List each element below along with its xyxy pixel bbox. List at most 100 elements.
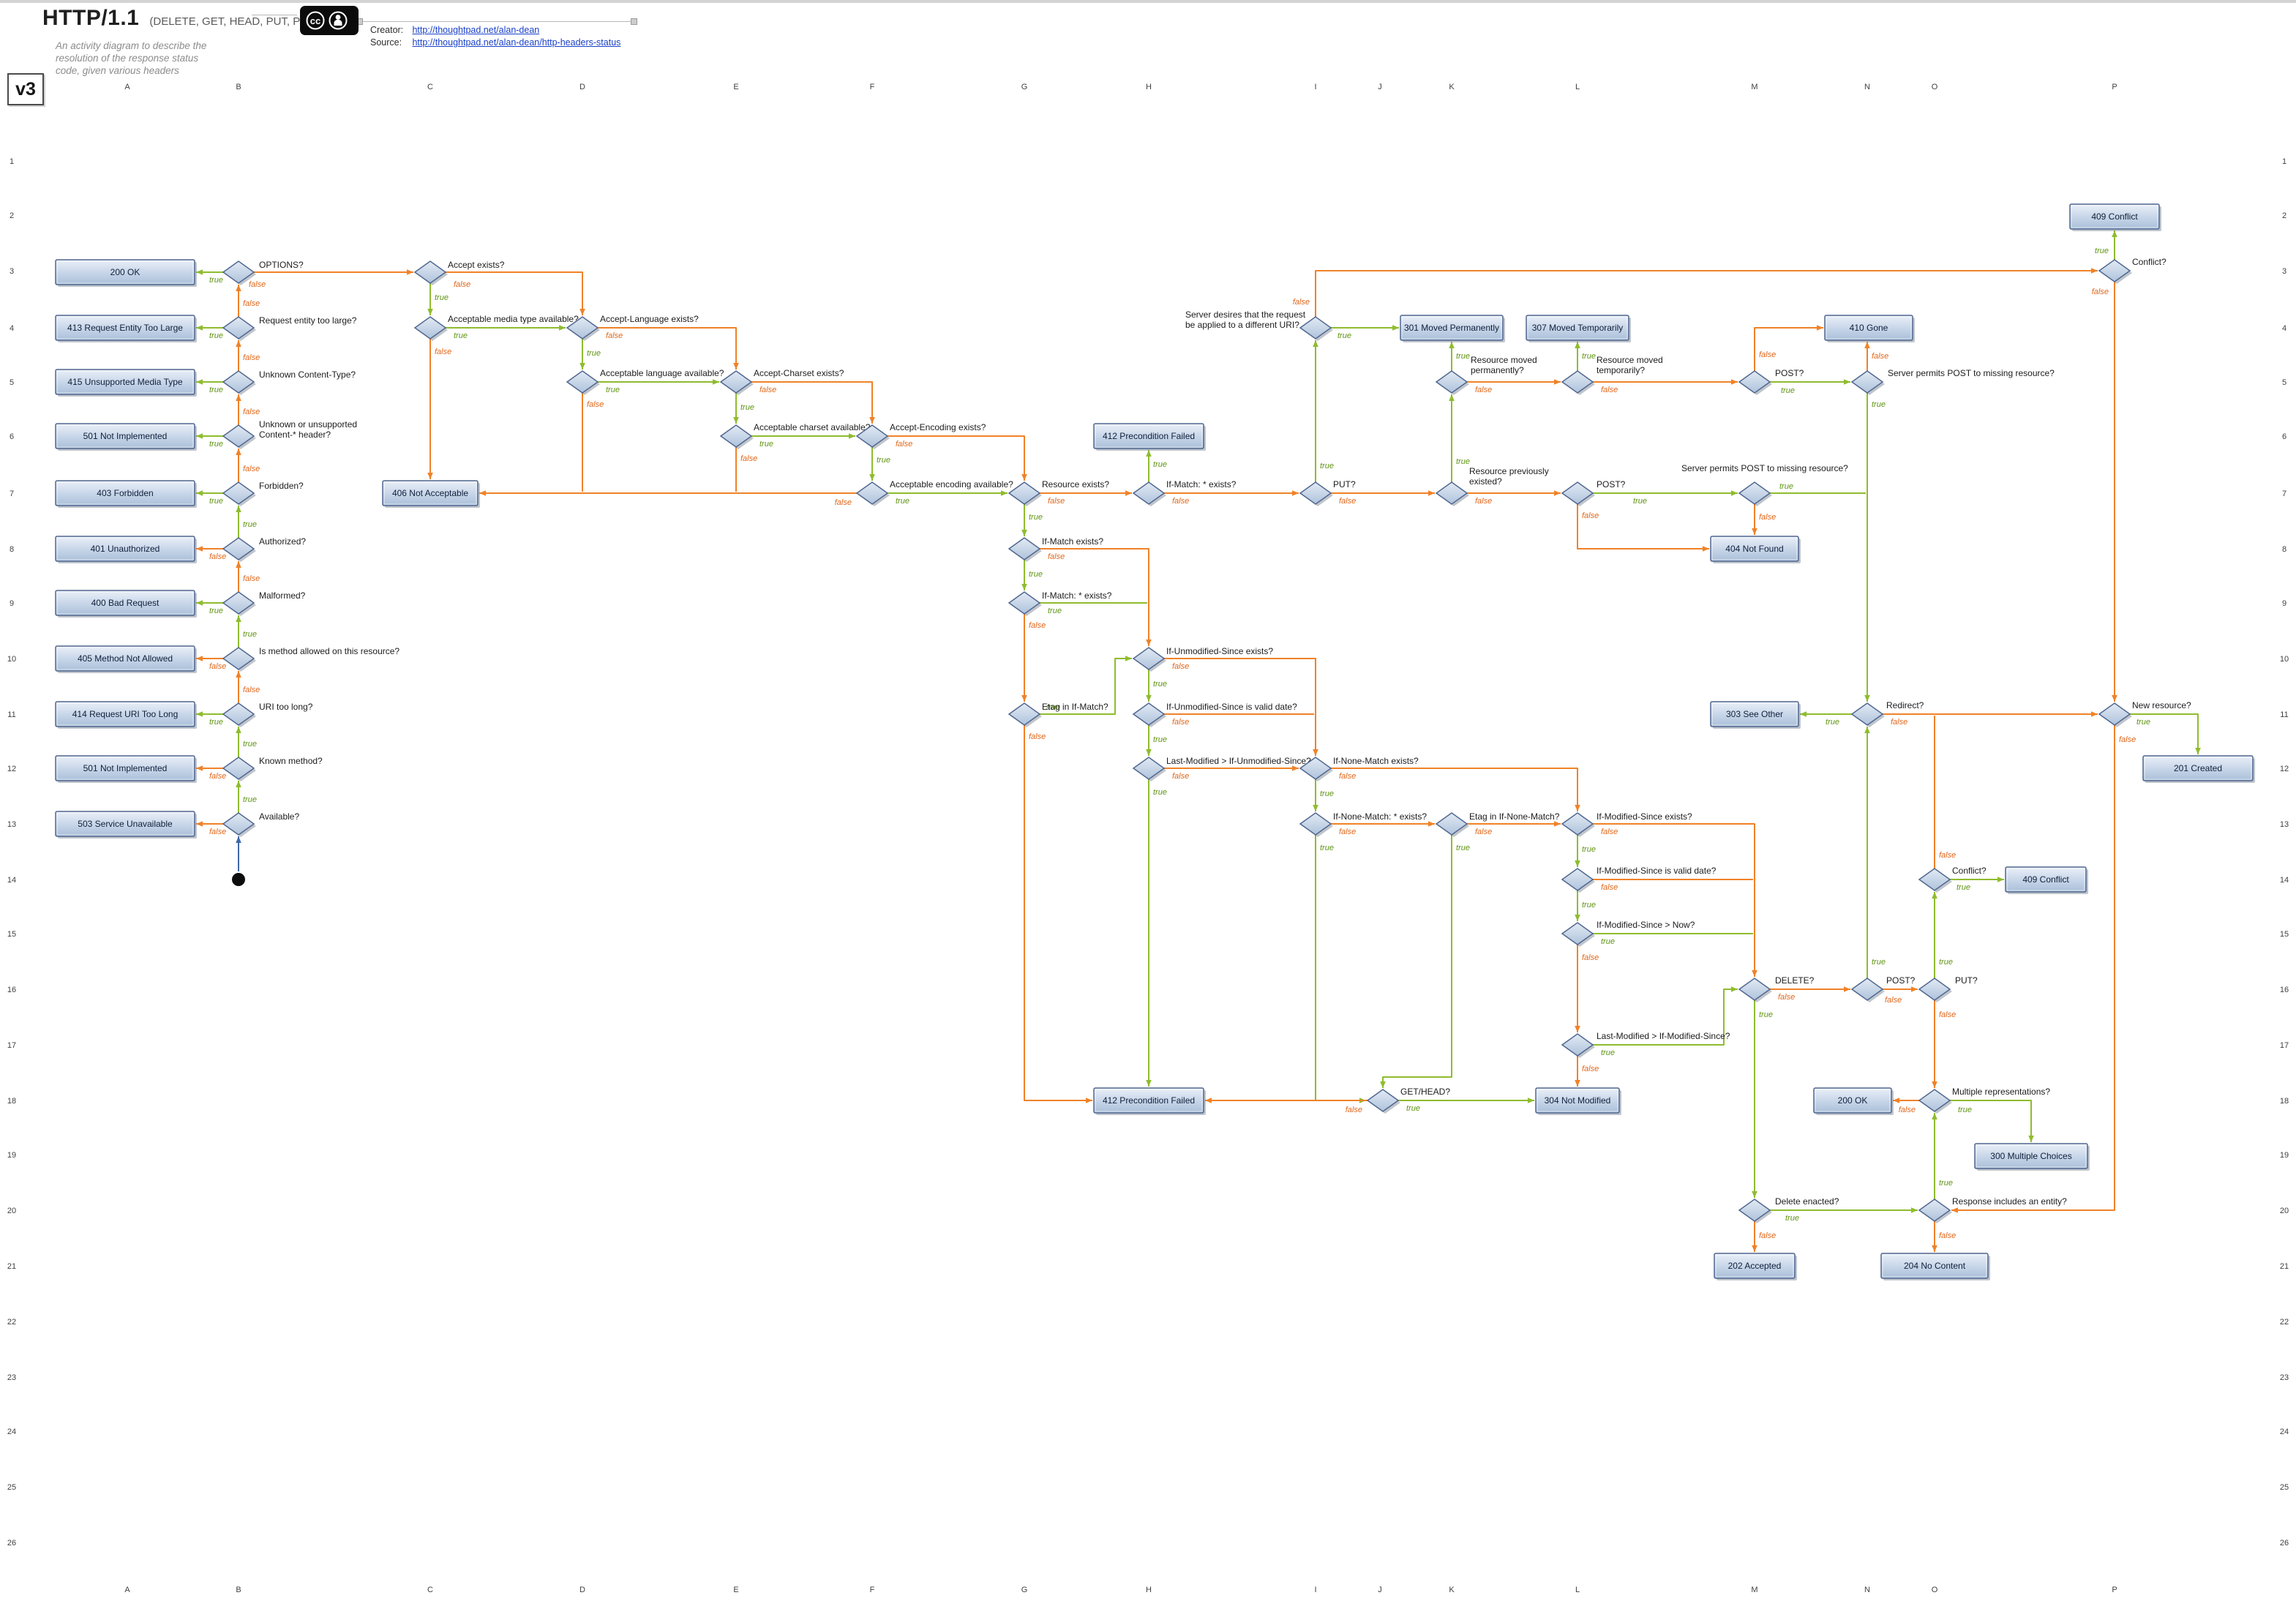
status-box-b201 [2142,755,2254,781]
box-highlight [1095,424,1203,448]
decision-M7 [1738,481,1771,505]
decision-label-L7: POST? [1597,479,1626,489]
decision-D5 [566,370,599,394]
status-box-b204 [1880,1253,1989,1279]
grid-row-label: 23 [7,1373,16,1382]
grid-row-label: 20 [7,1207,16,1215]
grid-row-label: 11 [7,710,15,719]
decision-L7 [1561,481,1594,505]
arrowhead [1893,1098,1899,1103]
edge-label-true: true [1320,844,1334,852]
decision-label-O16: PUT? [1955,975,1978,986]
box-highlight [1537,1089,1618,1112]
arrowhead [1313,805,1318,811]
grid-column-label: G [1021,83,1028,91]
grid-row-label: 6 [10,432,14,441]
arrowhead [1575,1080,1580,1087]
arrowhead [196,600,203,606]
edge-label-true: true [1601,937,1615,946]
arrowhead [1911,986,1918,992]
cc-license-badge[interactable]: cc [300,6,359,35]
arrowhead [1864,727,1870,733]
grid-column-label: E [733,83,738,91]
edge-label-false: false [209,552,226,561]
grid-column-label: L [1575,83,1580,91]
source-link[interactable]: http://thoughtpad.net/alan-dean/http-hea… [412,37,621,48]
edge-label-true: true [209,607,223,615]
grid-row-label: 11 [2280,710,2288,719]
grid-row-label: 17 [7,1041,16,1050]
decision-B10 [222,647,255,670]
grid-column-label: J [1378,83,1382,91]
decision-M20 [1738,1198,1771,1222]
edge-I12-L13 [1331,768,1578,811]
grid-column-label: E [733,1586,738,1594]
grid-column-label: K [1449,83,1455,91]
decision-label-B12: Known method? [259,756,323,766]
box-highlight [56,481,194,505]
status-label-b412b: 412 Precondition Failed [1103,1095,1195,1106]
cc-logo-text: cc [310,15,320,26]
edge-label-true: true [1759,1010,1773,1019]
decision-F7 [855,481,889,505]
decision-G11 [1008,702,1041,726]
status-box-b414 [55,701,195,727]
arrowhead [2091,711,2098,717]
edge-label-false: false [1172,662,1189,671]
grid-column-label: B [236,1586,241,1594]
diagram-description: An activity diagram to describe the reso… [56,40,206,77]
decision-B6 [222,424,255,448]
decision-H10 [1132,647,1166,670]
arrowhead [1528,1098,1534,1103]
arrowhead [1146,639,1152,646]
status-label-b501a: 501 Not Implemented [83,431,168,441]
arrowhead [1997,877,2004,882]
status-box-b409b [2005,866,2087,893]
creator-label: Creator: [370,25,404,35]
grid-row-label: 1 [2282,157,2286,166]
grid-row-label: 22 [7,1318,16,1327]
decision-I12 [1299,757,1332,780]
status-label-b403: 403 Forbidden [97,488,153,498]
header: HTTP/1.1 (DELETE, GET, HEAD, PUT, POST) [42,6,326,31]
arrowhead [196,711,203,717]
arrowhead [1932,1113,1937,1119]
arrowhead [2028,1136,2034,1142]
decision-label-D4: Accept-Language exists? [600,314,699,324]
edge-label-false: false [243,353,260,362]
edge-label-false: false [243,574,260,583]
arrowhead [427,473,433,479]
creator-link[interactable]: http://thoughtpad.net/alan-dean [412,25,540,35]
edge-label-false: false [1778,993,1795,1002]
decision-label-E6: Acceptable charset available? [754,422,871,432]
description-line: resolution of the response status [56,53,199,64]
grid-column-label: O [1932,1586,1938,1594]
grid-row-label: 24 [7,1428,16,1436]
box-highlight [56,260,194,284]
edge-label-true: true [1456,352,1470,361]
decision-label-B8: Authorized? [259,536,306,547]
status-box-b301 [1400,315,1504,341]
grid-column-label: I [1314,83,1316,91]
arrowhead [1313,340,1318,347]
arrowhead [236,727,241,733]
decision-I7 [1299,481,1332,505]
edge-L13-M16 [1593,823,1755,977]
arrowhead [1575,805,1580,811]
arrowhead [2112,695,2117,702]
grid-row-label: 13 [2280,820,2289,829]
decision-H12 [1132,757,1166,780]
decision-label-G7: Resource exists? [1042,479,1109,489]
edge-label-true: true [209,440,223,449]
decision-label-B11: URI too long? [259,702,313,712]
box-highlight [2006,868,2085,891]
grid-row-label: 5 [10,378,14,387]
edge-label-false: false [1759,1231,1776,1240]
edge-label-false: false [1339,497,1356,506]
edge-label-true: true [243,520,257,529]
decision-I13 [1299,812,1332,836]
arrowhead [427,309,433,315]
box-highlight [56,757,194,780]
cc-person-circle [329,11,348,30]
arrowhead [236,836,241,843]
